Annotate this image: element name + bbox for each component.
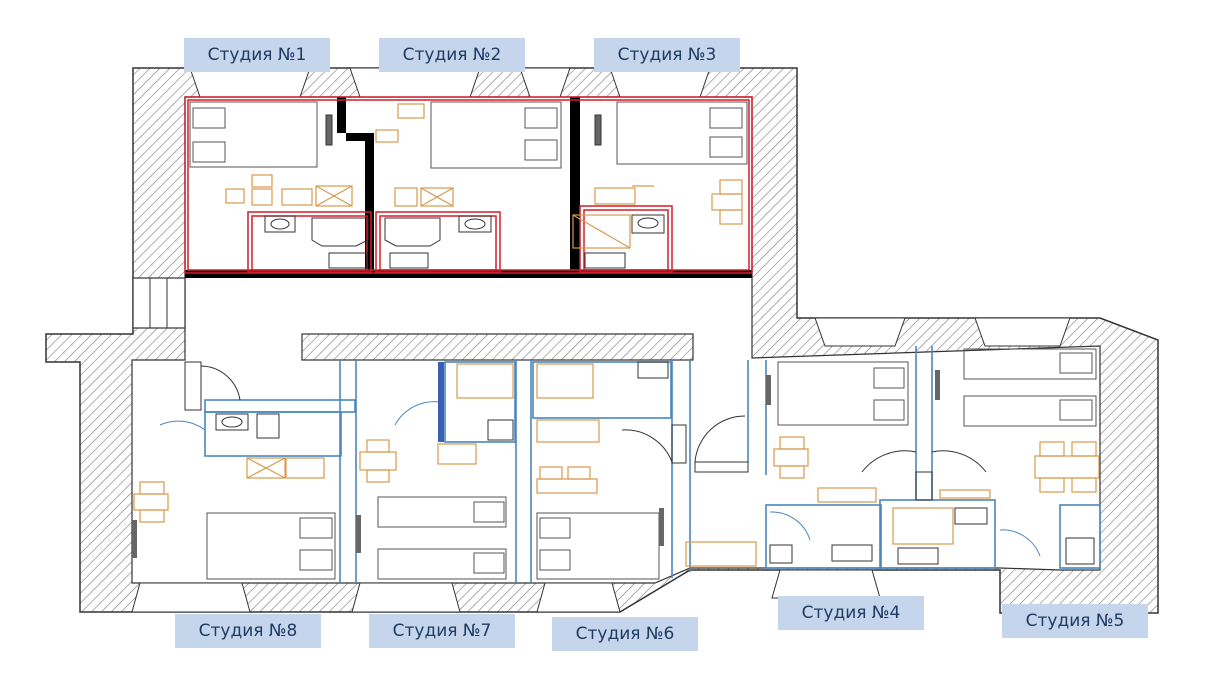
studio-2-label[interactable]: Студия №2 [379,38,525,72]
right-windows [814,317,1071,347]
bottom-sanitary [215,361,1095,565]
top-black-walls [185,97,752,278]
top-furniture [225,103,743,249]
studio-5-label[interactable]: Студия №5 [1002,604,1148,638]
top-red-partitions [184,96,753,274]
bottom-furniture [133,363,1100,567]
studio-8-label[interactable]: Студия №8 [175,614,321,648]
studio-4-label[interactable]: Студия №4 [778,596,924,630]
bottom-windows [131,569,881,613]
studio-6-label[interactable]: Студия №6 [552,617,698,651]
top-sanitary [264,114,665,269]
studio-3-label[interactable]: Студия №3 [594,38,740,72]
bottom-blue-partitions [204,346,1101,583]
bottom-beds [206,348,1097,580]
studio-7-label[interactable]: Студия №7 [369,614,515,648]
top-beds [189,101,748,169]
wall-panels [132,362,940,558]
corridor-wall [301,333,694,361]
doors [159,361,1041,557]
left-stair-wall [132,277,186,329]
studio-1-label[interactable]: Студия №1 [184,38,330,72]
top-windows [189,67,711,98]
